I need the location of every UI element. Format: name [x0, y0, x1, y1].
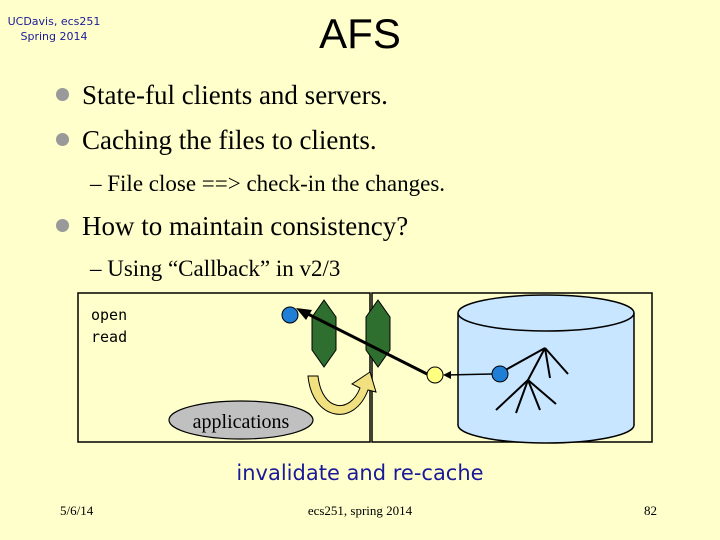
bullet-dot-icon — [56, 88, 69, 101]
arrowhead-icon — [443, 371, 451, 379]
applications-label: applications — [193, 411, 290, 433]
page-number: 82 — [644, 503, 657, 518]
course-term: Spring 2014 — [20, 30, 88, 43]
ops-list: open read — [91, 304, 127, 348]
footer-date: 5/6/14 — [60, 503, 94, 518]
callback-node-icon — [426, 366, 444, 384]
op-open: open — [91, 306, 128, 324]
bullet-text: State-ful clients and servers. — [82, 80, 388, 110]
bullet-text: Caching the files to clients. — [82, 125, 377, 155]
figure-caption: invalidate and re-cache — [236, 461, 484, 485]
disk-icon — [457, 294, 635, 444]
course-name: UCDavis, ecs251 — [7, 15, 101, 28]
callback-line — [299, 308, 436, 380]
subbullet-file-close: – File close ==> check-in the changes. — [90, 171, 446, 196]
recache-arrow-icon — [307, 371, 377, 415]
client-gate-icon — [311, 299, 337, 368]
arrowhead-icon — [296, 308, 312, 320]
bullet-caching: Caching the files to clients. — [56, 125, 377, 156]
client-box — [77, 292, 371, 443]
bullet-dot-icon — [56, 133, 69, 146]
course-header: UCDavis, ecs251 Spring 2014 — [6, 14, 102, 44]
bullet-consistency: How to maintain consistency? — [56, 211, 408, 242]
bullet-stateful: State-ful clients and servers. — [56, 80, 388, 111]
server-gate-icon — [365, 299, 391, 368]
applications-ellipse — [168, 400, 314, 440]
op-read: read — [91, 328, 128, 346]
slide-title: AFS — [319, 10, 401, 57]
server-link-line — [445, 373, 493, 376]
server-node-icon — [491, 365, 509, 383]
bullet-dot-icon — [56, 219, 69, 232]
subbullet-callback: – Using “Callback” in v2/3 — [90, 256, 341, 281]
footer-course: ecs251, spring 2014 — [307, 503, 413, 518]
client-node-icon — [281, 306, 299, 324]
file-tree-icon — [495, 347, 569, 414]
bullet-text: How to maintain consistency? — [82, 211, 409, 241]
